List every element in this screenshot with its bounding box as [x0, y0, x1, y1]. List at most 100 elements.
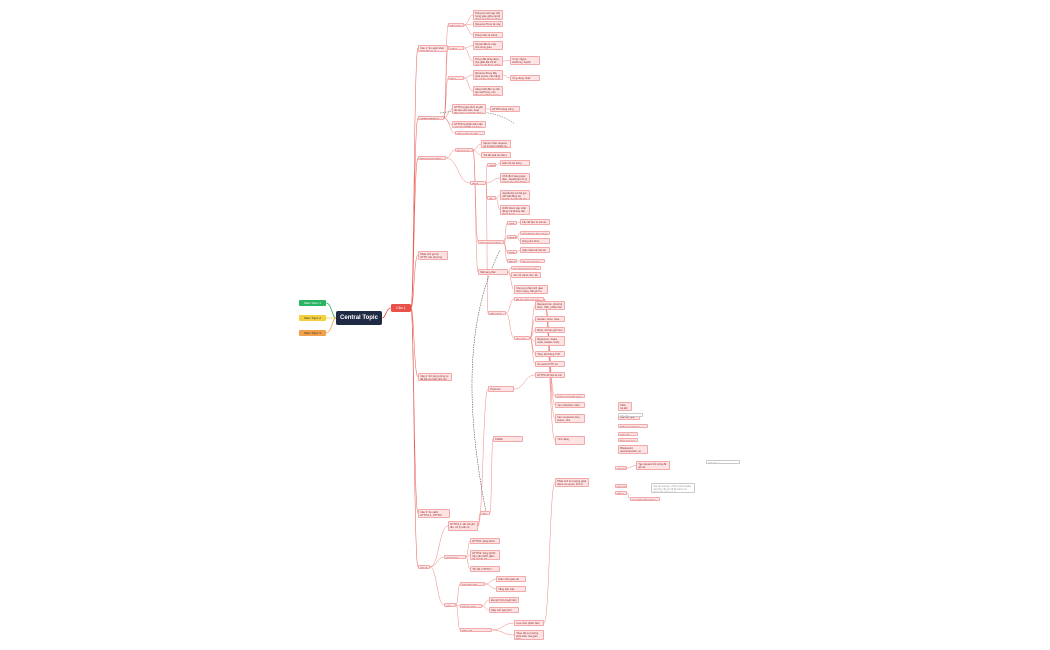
subtopic-node[interactable]: Proxy bảo vệ client, Reverse Proxy bảo v… — [473, 32, 503, 38]
subtopic-node[interactable]: GET — [507, 221, 517, 225]
subtopic-node[interactable]: 2xx: thành công; 3xx: chuyển hướng — [511, 266, 541, 270]
subtopic-node[interactable]: Postman — [488, 386, 514, 392]
subtopic-node[interactable]: Trả kết quả về client dưới dạng response — [481, 152, 511, 158]
subtopic-node[interactable]: Các phương thức HTTP — [478, 240, 504, 244]
subtopic-node[interactable]: Proxy là một máy chủ trung gian giữa ngư… — [473, 10, 503, 20]
subtopic-node[interactable]: HTTP là giao thức truyền tải siêu văn bả… — [452, 104, 486, 114]
subtopic-node[interactable]: Tổng kết — [460, 628, 492, 632]
subtopic-node[interactable]: Server xử lý yêu cầu — [455, 148, 473, 152]
central-topic[interactable]: Central Topic — [336, 311, 382, 325]
subtopic-node[interactable]: Server nhận request, xử lý logic nghiệp … — [481, 140, 511, 148]
subtopic-node[interactable]: Giảm thời gian tải trang — [496, 576, 526, 582]
subtopic-node[interactable]: Cập nhật toàn bộ tài nguyên — [520, 247, 550, 253]
subtopic-node[interactable]: HTTPS là phiên bản bảo mật của HTTP, sử … — [452, 121, 486, 128]
subtopic-node[interactable]: Wireshark — [488, 311, 506, 315]
subtopic-node[interactable]: Inspectors — [615, 484, 627, 488]
subtopic-node[interactable]: Client biết đến sự tồn tại của Proxy, cò… — [473, 86, 503, 96]
subtopic-node[interactable]: So sánh HTTP và HTTPS khi bắt gói tin — [535, 361, 565, 367]
subtopic-node[interactable]: Mô hình hoạt động của Web — [418, 156, 446, 160]
main-topic-3[interactable]: Main Topic 3 — [299, 330, 326, 336]
subtopic-node[interactable]: Theo dõi luồng TCP (Follow TCP Stream) — [535, 351, 565, 357]
subtopic-node[interactable]: Request line: phương thức, URL, phiên bả… — [535, 301, 565, 310]
subtopic-node[interactable]: Khác nhau — [448, 76, 464, 80]
subtopic-node[interactable]: Breakpoint, autoresponder, so sánh phiên — [618, 445, 648, 454]
subtopic-node[interactable]: Proxy đặt phía client, che giấu địa chỉ … — [473, 56, 503, 66]
connector-subtopic — [507, 267, 512, 273]
subtopic-node[interactable]: Trình duyệt — [470, 181, 486, 185]
subtopic-node[interactable]: JavaScript có thể gọi API bất đồng bộ (A… — [500, 190, 530, 200]
subtopic-node[interactable]: Đa số trình duyệt hiện đại hỗ trợ — [489, 597, 519, 603]
main-topic-2[interactable]: Main Topic 2 — [299, 315, 326, 321]
subtopic-node[interactable]: HTTPS dữ liệu bị mã hóa, không đọc được … — [535, 372, 565, 378]
subtopic-node[interactable]: Lọc phiên theo host, loại nội dung — [630, 497, 660, 501]
subtopic-node[interactable]: Công cụ phân tích giao thức mạng, bắt gó… — [514, 285, 548, 294]
subtopic-node[interactable]: Cả hai đều là máy chủ trung gian, chuyển… — [473, 41, 503, 50]
subtopic-node[interactable]: Response: status code, header, body — [535, 336, 565, 346]
subtopic-node[interactable]: Hiển thị nội dung trang web, cấu trúc dữ… — [500, 160, 530, 166]
subtopic-node[interactable]: Tính năng — [555, 436, 585, 445]
subtopic-node[interactable]: Client gửi yêu cầu (Request) — [455, 131, 485, 135]
subtopic-node[interactable]: Header: Host, User-Agent, Content-Type — [535, 316, 565, 322]
subtopic-node[interactable]: Câu 5 — [418, 565, 430, 569]
subtopic-node[interactable]: Filters — [615, 491, 627, 495]
subtopic-node[interactable]: Cách hoạt động — [444, 555, 466, 559]
subtopic-node[interactable]: Bộ lọc: http, tcp.port == 80 — [514, 297, 544, 301]
subtopic-node[interactable]: Giải mã HTTPS — [618, 432, 638, 436]
subtopic-node[interactable]: DOM được cập nhật động mà không cần tải … — [500, 205, 530, 215]
subtopic-node[interactable]: Xem chi tiết — [514, 336, 530, 340]
subtopic-node[interactable]: Tạo collection, biến môi trường — [555, 402, 585, 408]
subtopic-node[interactable]: Giống nhau — [448, 46, 464, 50]
subtopic-node[interactable]: Lấy dữ liệu từ server, tham số trên URL — [520, 219, 550, 225]
subtopic-node[interactable]: HTTP/1.1: kết nối giữ lâu, xử lý tuần tự — [448, 521, 478, 531]
subtopic-node[interactable]: Composer — [615, 466, 627, 470]
subtopic-node[interactable]: Mã trạng thái — [478, 269, 508, 275]
subtopic-node[interactable]: Câu 3: So sánh HTTP/1.1, HTTP/2, HTTP/3 — [418, 509, 450, 518]
subtopic-node[interactable]: Sửa request — [618, 438, 638, 442]
subtopic-node[interactable]: HTTPS dùng cổng 443, HTTP dùng cổng 80 — [490, 106, 520, 112]
subtopic-node[interactable]: Body: dữ liệu gửi kèm — [535, 327, 565, 333]
subtopic-node[interactable]: Ứng dụng: load balancing, SSL terminatio… — [510, 75, 540, 81]
subtopic-node[interactable]: Viết test script tự động — [618, 424, 648, 428]
subtopic-node[interactable]: Lợi ích — [444, 603, 456, 607]
subtopic-node[interactable]: Theo dõi xu hướng phát triển của giao th… — [514, 630, 544, 640]
note-node[interactable]: Gọi lại request, chỉnh sửa header và bod… — [651, 483, 695, 493]
subtopic-node[interactable]: Phân tích lưu lượng giữa client và serve… — [555, 478, 589, 487]
subtopic-node[interactable]: Xem response time, status, size — [555, 414, 585, 423]
subtopic-node[interactable]: 4xx: lỗi client; 5xx: lỗi server — [511, 272, 541, 278]
subtopic-node[interactable]: CSS định dạng giao diện, JavaScript xử l… — [500, 173, 530, 183]
subtopic-node[interactable]: Dùng cho form, upload file, tạo mới tài … — [520, 238, 550, 244]
main-topic-1[interactable]: Main Topic 1 — [299, 300, 326, 306]
subtopic-node[interactable]: Reverse Proxy là máy chủ trung gian đặt … — [473, 21, 503, 27]
subtopic-node[interactable]: Máy chủ web phổ biến đều hỗ trợ — [489, 607, 519, 613]
subtopic-node[interactable]: DELETE — [507, 259, 517, 263]
root-child-topic[interactable]: Câu 1 — [391, 304, 411, 312]
subtopic-node[interactable]: Gửi request thủ công, kiểm thử API — [555, 394, 585, 398]
subtopic-node[interactable]: POST — [507, 235, 517, 239]
subtopic-node[interactable]: Gửi dữ liệu lên server trong body — [520, 231, 550, 235]
subtopic-node[interactable]: Ví dụ: Nginx, HAProxy, Squid — [510, 56, 540, 65]
subtopic-node[interactable]: Khái niệm — [448, 23, 464, 27]
subtopic-node[interactable]: PUT — [507, 250, 517, 254]
note-node[interactable]: Ghi chú — [706, 460, 740, 464]
relationship-line[interactable] — [471, 249, 501, 513]
subtopic-node[interactable]: Lựa chọn phiên bản phù hợp với ứng dụng — [514, 620, 544, 626]
subtopic-node[interactable]: Reverse Proxy đặt phía server, cân bằng … — [473, 70, 503, 80]
subtopic-node[interactable]: Tạo request thủ công để gửi lại — [636, 461, 670, 470]
subtopic-node[interactable]: Câu 2: Sử dụng công cụ để bắt và phân tí… — [418, 373, 452, 381]
note-node[interactable]: Ghi chú — [618, 413, 643, 417]
subtopic-node[interactable]: HTTP/HTTPS là gì? — [418, 116, 444, 120]
subtopic-node[interactable]: Câu 1: So sánh khái niệm Proxy và Revers… — [418, 45, 448, 52]
subtopic-node[interactable]: Fiddler — [493, 436, 523, 442]
subtopic-node[interactable]: Tốc độ: HTTP/3 > HTTP/2 > HTTP/1.1 — [470, 566, 500, 572]
subtopic-node[interactable]: HTTP/3: dùng QUIC trên nền UDP, giảm độ … — [470, 550, 500, 560]
subtopic-node[interactable]: JS — [487, 196, 496, 200]
subtopic-node[interactable]: Cải thiện hiệu năng — [460, 582, 485, 586]
subtopic-node[interactable]: HTTP/2: ghép kênh, nén header, server pu… — [470, 538, 500, 544]
subtopic-node[interactable]: HTML — [487, 163, 496, 167]
subtopic-node[interactable]: Tăng bảo mật — [496, 586, 526, 592]
subtopic-node[interactable]: Phân tích gói tin HTTP, các phương thức … — [418, 251, 448, 260]
subtopic-node[interactable]: Câu 4 — [480, 511, 490, 515]
subtopic-node[interactable]: Hỗ trợ trình duyệt — [460, 604, 482, 608]
subtopic-node[interactable]: Kiểm tra kết quả — [618, 402, 632, 411]
subtopic-node[interactable]: Xóa tài nguyên — [520, 259, 545, 263]
